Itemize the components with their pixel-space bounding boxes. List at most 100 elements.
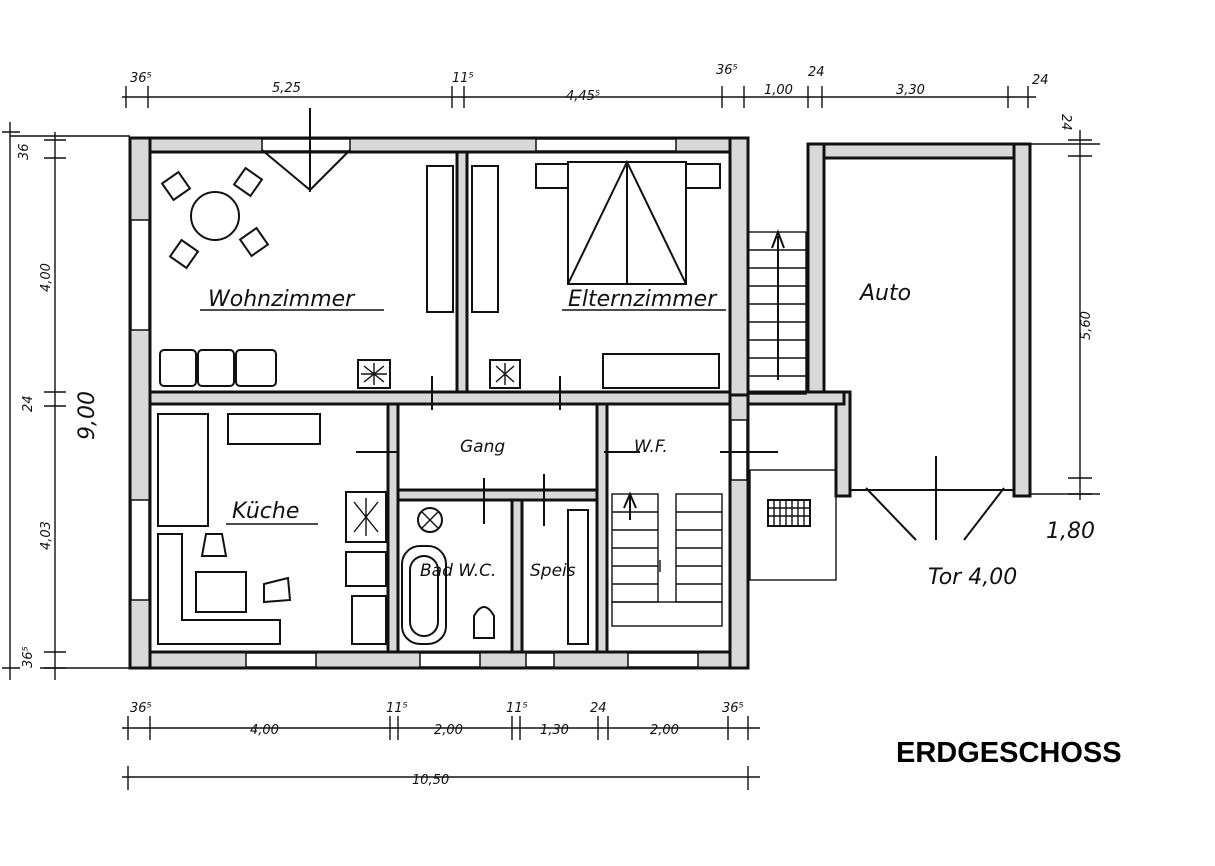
dim-top-5: 36⁵ bbox=[716, 63, 738, 78]
wardrobe bbox=[471, 165, 499, 313]
speis-wf-wall bbox=[595, 402, 609, 654]
dim-right-2: 5,60 bbox=[1079, 311, 1094, 340]
dim-top-3: 11⁵ bbox=[452, 71, 474, 86]
dim-right-1: 24 bbox=[1058, 114, 1073, 131]
garage-east-wall bbox=[1012, 142, 1032, 498]
sofa-seat bbox=[197, 349, 235, 387]
dim-top-9: 24 bbox=[1032, 73, 1049, 88]
dining-table bbox=[190, 191, 240, 241]
garage-north-wall bbox=[806, 142, 1030, 160]
dim-bottom-7: 24 bbox=[590, 701, 607, 716]
plan-title: ERDGESCHOSS bbox=[896, 737, 1122, 769]
stove-mark bbox=[361, 363, 387, 385]
dim-top-7: 24 bbox=[808, 65, 825, 80]
dim-left-3: 24 bbox=[21, 395, 36, 412]
entry-porch bbox=[749, 469, 837, 581]
gate-swing bbox=[865, 487, 917, 541]
door-mat-grid bbox=[768, 500, 810, 526]
bad-furniture bbox=[401, 507, 589, 645]
elternzimmer-furniture bbox=[471, 159, 721, 389]
entry bbox=[749, 469, 837, 581]
stove-mark bbox=[353, 498, 379, 536]
dim-left-total: 9,00 bbox=[75, 391, 100, 440]
stove-mark bbox=[495, 363, 515, 385]
chair bbox=[168, 238, 200, 270]
window-east bbox=[730, 419, 748, 481]
dim-bottom-9: 36⁵ bbox=[722, 701, 744, 716]
chair bbox=[238, 226, 270, 258]
windows bbox=[130, 138, 748, 668]
boiler-mark bbox=[421, 511, 439, 529]
sink bbox=[351, 595, 387, 645]
door-swing bbox=[309, 149, 351, 191]
chair bbox=[200, 533, 228, 557]
dim-bottom-1: 36⁵ bbox=[130, 701, 152, 716]
doors bbox=[261, 108, 1005, 541]
kueche-bad-wall bbox=[386, 402, 400, 654]
dim-top-2: 5,25 bbox=[272, 81, 301, 96]
window-west bbox=[130, 219, 150, 331]
landing bbox=[611, 601, 723, 627]
dim-right-3: 1,80 bbox=[1046, 519, 1095, 544]
dim-bottom-6: 1,30 bbox=[540, 723, 569, 738]
kitchen-table bbox=[195, 571, 247, 613]
room-label-bad: Bad W.C. bbox=[420, 561, 496, 581]
dim-left-1: 36 bbox=[17, 143, 32, 160]
toilet bbox=[473, 606, 495, 639]
dim-top-6: 1,00 bbox=[764, 83, 793, 98]
entry-wall bbox=[746, 390, 846, 406]
window-speis bbox=[525, 652, 555, 668]
window-wohnzimmer bbox=[261, 138, 351, 152]
dresser bbox=[602, 353, 720, 389]
cabinet bbox=[227, 413, 321, 445]
window-kueche-west bbox=[130, 499, 150, 601]
chair bbox=[160, 170, 192, 202]
corner-bench bbox=[157, 533, 281, 645]
counter bbox=[157, 413, 209, 527]
dim-left-4: 4,03 bbox=[39, 521, 54, 550]
dim-bottom-3: 11⁵ bbox=[386, 701, 408, 716]
dim-left-2: 4,00 bbox=[39, 263, 54, 292]
shelf bbox=[567, 509, 589, 645]
bad-speis-wall bbox=[510, 498, 524, 654]
east-wall-upper bbox=[728, 136, 750, 410]
room-label-elternzimmer: Elternzimmer bbox=[568, 287, 718, 312]
stairs bbox=[611, 229, 807, 627]
chair bbox=[263, 576, 292, 604]
room-label-speis: Speis bbox=[530, 561, 576, 581]
window-bad bbox=[419, 652, 481, 668]
dim-ticks-top bbox=[125, 86, 1029, 108]
gate-swing bbox=[963, 487, 1005, 541]
dim-bottom-8: 2,00 bbox=[650, 723, 679, 738]
dim-bottom-total: 10,50 bbox=[412, 773, 449, 788]
room-label-auto: Auto bbox=[858, 281, 911, 306]
dim-bottom-4: 2,00 bbox=[434, 723, 463, 738]
stair-arrow bbox=[771, 229, 785, 380]
kueche-furniture bbox=[157, 413, 387, 645]
room-label-wohnzimmer: Wohnzimmer bbox=[208, 287, 356, 312]
window-stairs bbox=[627, 652, 699, 668]
chair bbox=[232, 166, 264, 198]
room-label-wf: W.F. bbox=[634, 437, 668, 457]
stair-arrow-lower bbox=[623, 491, 637, 520]
wohn-eltern-wall bbox=[455, 150, 469, 394]
garage-west-wall bbox=[806, 142, 826, 394]
dimension-lines bbox=[2, 86, 1100, 790]
dim-top-1: 36⁵ bbox=[130, 71, 152, 86]
sofa-seat bbox=[235, 349, 277, 387]
dim-bottom-5: 11⁵ bbox=[506, 701, 528, 716]
dim-top-4: 4,45⁵ bbox=[566, 89, 600, 104]
bathtub-inner bbox=[409, 555, 439, 637]
middle-wall bbox=[148, 390, 732, 406]
sofa-seat bbox=[159, 349, 197, 387]
garage-west-wall-lower bbox=[834, 390, 852, 498]
dim-top-8: 3,30 bbox=[896, 83, 925, 98]
room-label-gang: Gang bbox=[460, 437, 505, 457]
dim-ticks-right bbox=[1068, 139, 1092, 495]
bath-north-wall bbox=[393, 488, 607, 502]
gate-label: Tor 4,00 bbox=[928, 565, 1017, 590]
dim-bottom-2: 4,00 bbox=[250, 723, 279, 738]
fridge bbox=[345, 551, 387, 587]
door-mat bbox=[767, 499, 811, 527]
